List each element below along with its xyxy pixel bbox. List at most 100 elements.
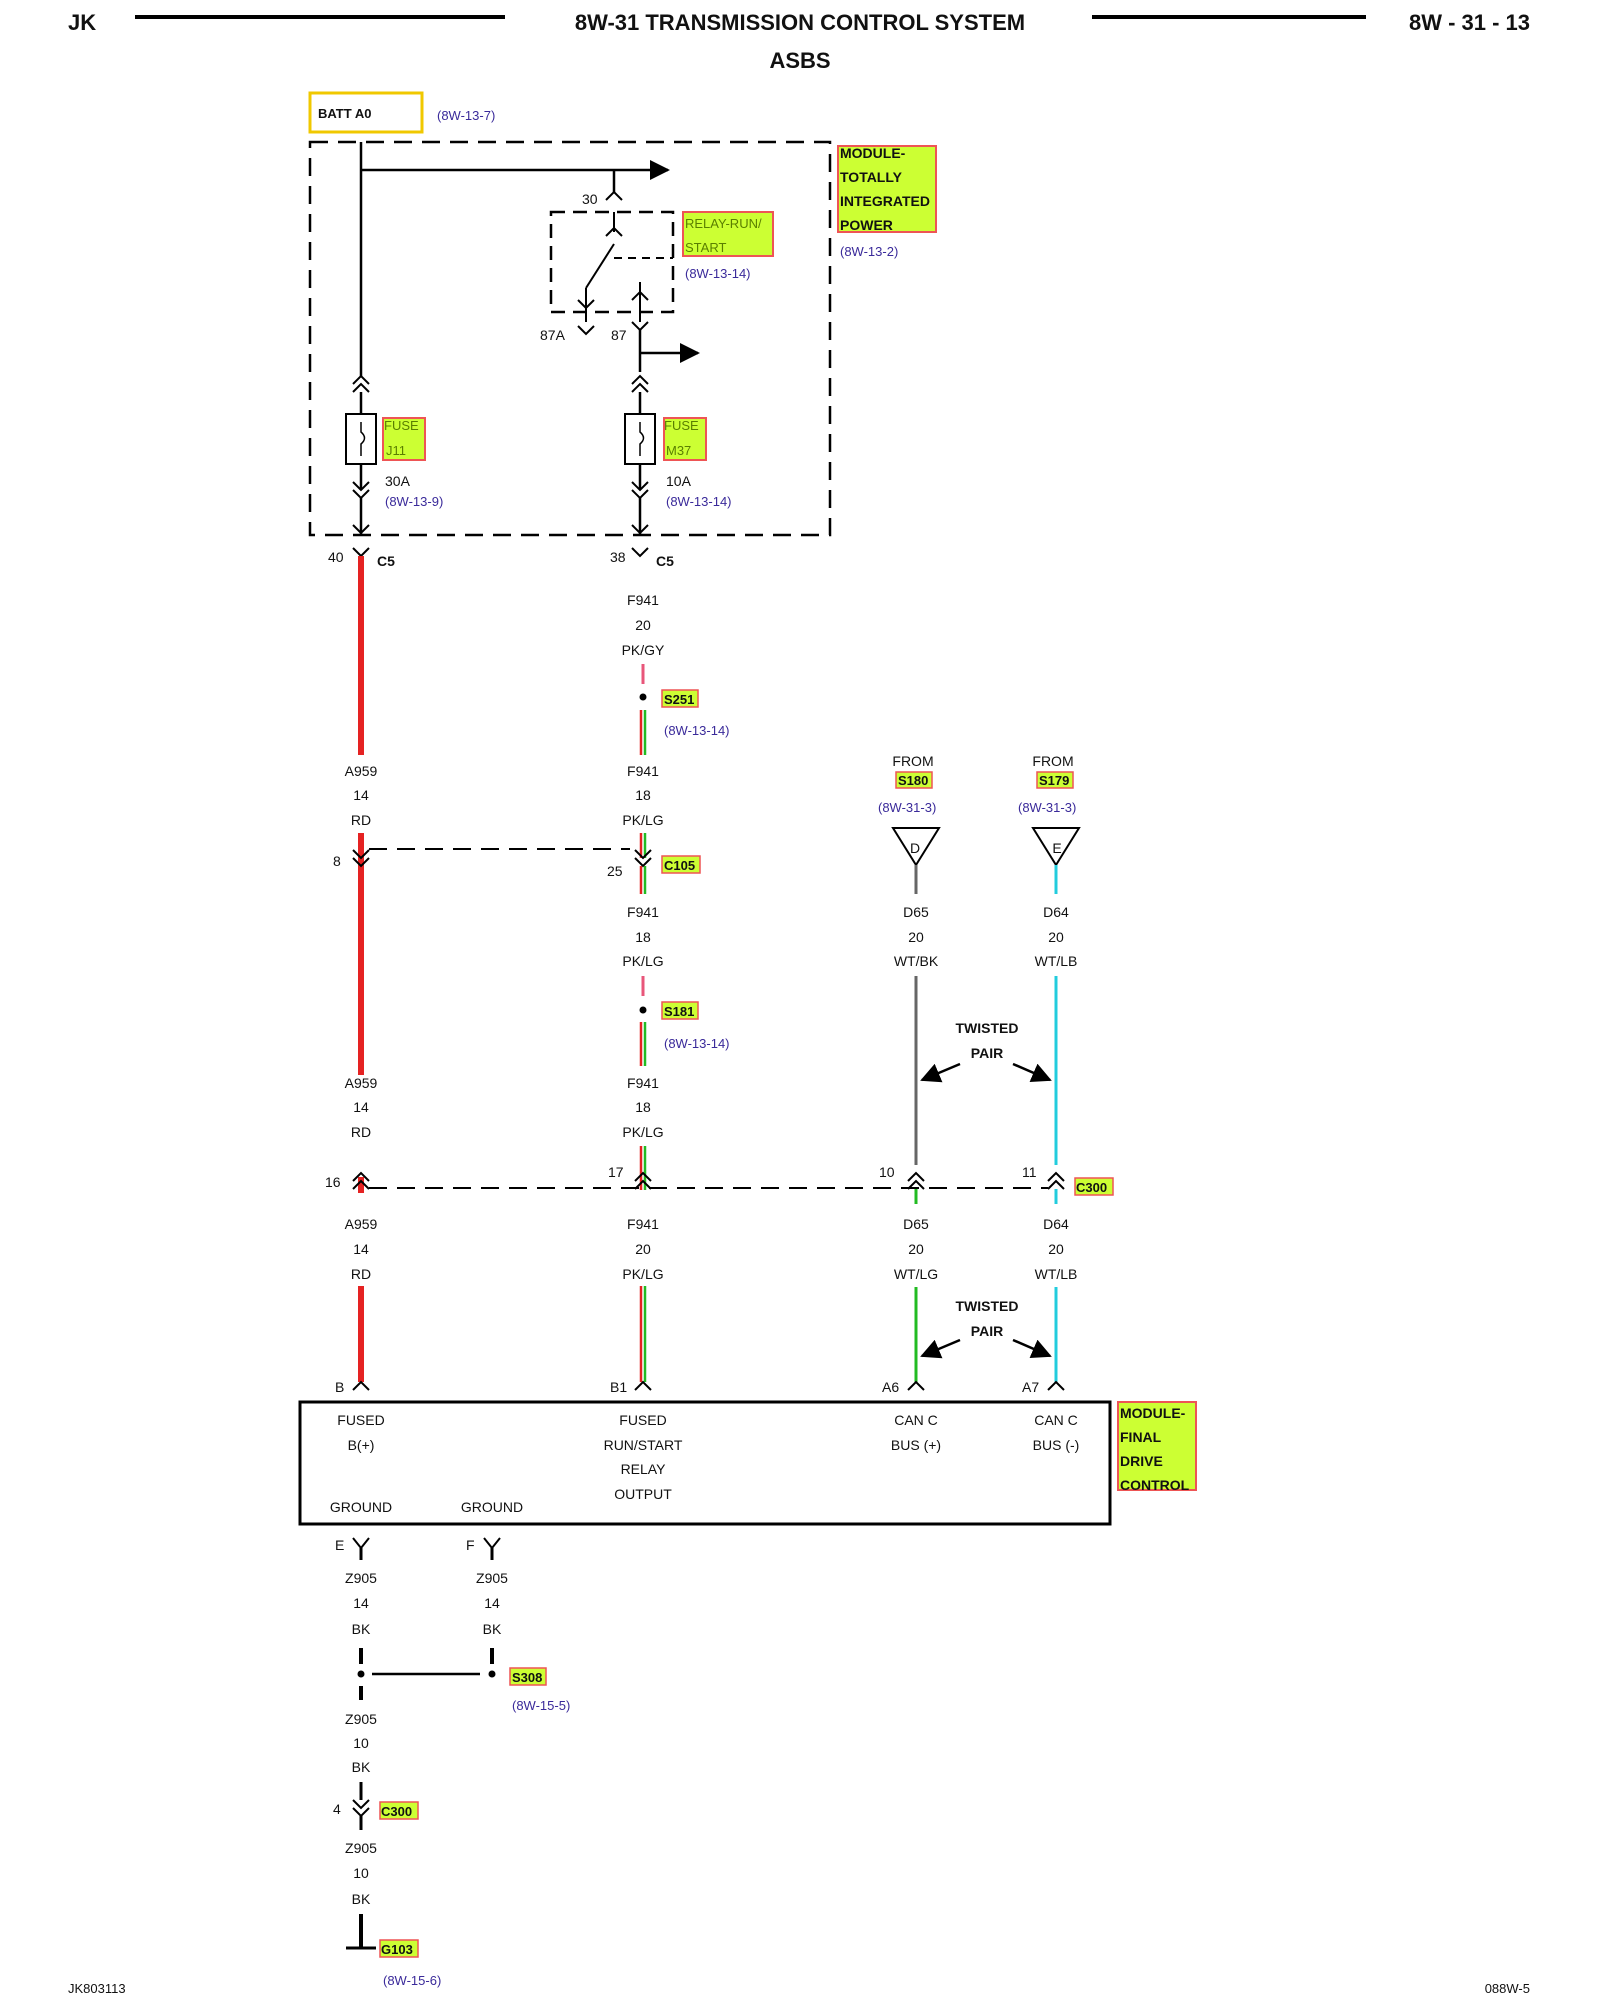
svg-text:F941: F941 (627, 592, 659, 608)
svg-text:WT/LB: WT/LB (1035, 953, 1078, 969)
ground-f: F (466, 1537, 501, 1560)
svg-text:14: 14 (353, 1099, 369, 1115)
svg-text:PK/LG: PK/LG (622, 1124, 663, 1140)
svg-text:17: 17 (608, 1164, 624, 1180)
svg-text:BK: BK (483, 1621, 502, 1637)
svg-text:14: 14 (353, 787, 369, 803)
g103-ground: G103 (8W-15-6) (346, 1914, 441, 1988)
svg-text:BK: BK (352, 1891, 371, 1907)
svg-text:Z905: Z905 (345, 1711, 377, 1727)
svg-text:WT/LB: WT/LB (1035, 1266, 1078, 1282)
svg-text:40: 40 (328, 549, 344, 565)
svg-text:CAN C: CAN C (894, 1412, 938, 1428)
page-header: JK 8W-31 TRANSMISSION CONTROL SYSTEM ASB… (68, 10, 1530, 73)
svg-text:20: 20 (908, 1241, 924, 1257)
s251-ref[interactable]: (8W-13-14) (664, 723, 730, 738)
s181-ref[interactable]: (8W-13-14) (664, 1036, 730, 1051)
twisted-pair-1: TWISTED PAIR (920, 1020, 1052, 1083)
svg-text:PK/LG: PK/LG (622, 1266, 663, 1282)
svg-text:4: 4 (333, 1801, 341, 1817)
svg-text:10: 10 (353, 1735, 369, 1751)
svg-text:D65: D65 (903, 1216, 929, 1232)
svg-text:PK/LG: PK/LG (622, 953, 663, 969)
svg-text:WT/LG: WT/LG (894, 1266, 938, 1282)
svg-text:BK: BK (352, 1621, 371, 1637)
battery-ref[interactable]: (8W-13-7) (437, 108, 495, 123)
svg-text:C300: C300 (381, 1804, 412, 1819)
s308-splice: S308 (8W-15-5) (509, 1667, 570, 1713)
relay-pin30: 30 (582, 191, 598, 207)
svg-text:FUSE: FUSE (664, 418, 699, 433)
svg-text:8: 8 (333, 853, 341, 869)
svg-text:38: 38 (610, 549, 626, 565)
svg-text:A6: A6 (882, 1379, 899, 1395)
svg-text:FUSE: FUSE (384, 418, 419, 433)
svg-text:OUTPUT: OUTPUT (614, 1486, 672, 1502)
svg-text:20: 20 (635, 1241, 651, 1257)
s180-ref[interactable]: (8W-31-3) (878, 800, 936, 815)
svg-text:D64: D64 (1043, 904, 1069, 920)
s179-ref[interactable]: (8W-31-3) (1018, 800, 1076, 815)
svg-text:FROM: FROM (1032, 753, 1073, 769)
svg-text:Z905: Z905 (476, 1570, 508, 1586)
svg-text:18: 18 (635, 1099, 651, 1115)
svg-text:25: 25 (607, 863, 623, 879)
svg-text:Z905: Z905 (345, 1570, 377, 1586)
svg-text:DRIVE: DRIVE (1120, 1453, 1163, 1469)
fuse-j11-rating: 30A (385, 473, 411, 489)
tipm-ref[interactable]: (8W-13-2) (840, 244, 898, 259)
svg-text:S179: S179 (1039, 773, 1069, 788)
svg-text:B: B (335, 1379, 344, 1395)
relay-run-start: RELAY-RUN/ START (8W-13-14) 87A 87 (540, 210, 774, 343)
svg-text:F941: F941 (627, 763, 659, 779)
svg-text:B1: B1 (610, 1379, 627, 1395)
svg-text:FUSED: FUSED (337, 1412, 384, 1428)
svg-text:10: 10 (879, 1164, 895, 1180)
svg-text:FUSED: FUSED (619, 1412, 666, 1428)
svg-text:J11: J11 (386, 443, 406, 458)
svg-text:MODULE-: MODULE- (840, 145, 906, 161)
svg-text:A959: A959 (345, 1216, 378, 1232)
svg-text:S181: S181 (664, 1004, 694, 1019)
svg-text:C5: C5 (377, 553, 395, 569)
svg-text:C105: C105 (664, 858, 695, 873)
fuse-m37-ref[interactable]: (8W-13-14) (666, 494, 732, 509)
svg-text:FROM: FROM (892, 753, 933, 769)
svg-text:RUN/START: RUN/START (604, 1437, 683, 1453)
from-s180: FROM S180 (8W-31-3) D (878, 753, 941, 894)
svg-text:14: 14 (353, 1595, 369, 1611)
svg-text:D65: D65 (903, 904, 929, 920)
page-subtitle: ASBS (769, 48, 830, 73)
svg-text:PAIR: PAIR (971, 1323, 1003, 1339)
svg-text:A959: A959 (345, 763, 378, 779)
svg-text:BATT A0: BATT A0 (318, 106, 371, 121)
svg-text:GROUND: GROUND (330, 1499, 392, 1515)
s308-ref[interactable]: (8W-15-5) (512, 1698, 570, 1713)
svg-text:C5: C5 (656, 553, 674, 569)
svg-text:18: 18 (635, 929, 651, 945)
svg-text:E: E (335, 1537, 344, 1553)
svg-text:RELAY-RUN/: RELAY-RUN/ (685, 216, 762, 231)
footer-left: JK803113 (68, 1981, 126, 1996)
g103-ref[interactable]: (8W-15-6) (383, 1973, 441, 1988)
svg-text:FINAL: FINAL (1120, 1429, 1162, 1445)
svg-text:TOTALLY: TOTALLY (840, 169, 903, 185)
svg-text:CAN C: CAN C (1034, 1412, 1078, 1428)
relay-ref[interactable]: (8W-13-14) (685, 266, 751, 281)
svg-text:A7: A7 (1022, 1379, 1039, 1395)
svg-text:WT/BK: WT/BK (894, 953, 939, 969)
battery-label: BATT A0 (8W-13-7) (308, 91, 495, 134)
svg-text:PAIR: PAIR (971, 1045, 1003, 1061)
header-left: JK (68, 10, 96, 35)
svg-text:F941: F941 (627, 1216, 659, 1232)
svg-text:MODULE-: MODULE- (1120, 1405, 1186, 1421)
svg-text:11: 11 (1022, 1164, 1037, 1180)
c300-ground-connector: 4 C300 (333, 1782, 419, 1830)
c105-connector: 8 25 C105 (333, 848, 701, 879)
svg-text:PK/LG: PK/LG (622, 812, 663, 828)
fuse-j11-ref[interactable]: (8W-13-9) (385, 494, 443, 509)
svg-text:E: E (1052, 840, 1061, 856)
svg-text:BUS (+): BUS (+) (891, 1437, 941, 1453)
svg-text:CONTROL: CONTROL (1120, 1477, 1190, 1493)
